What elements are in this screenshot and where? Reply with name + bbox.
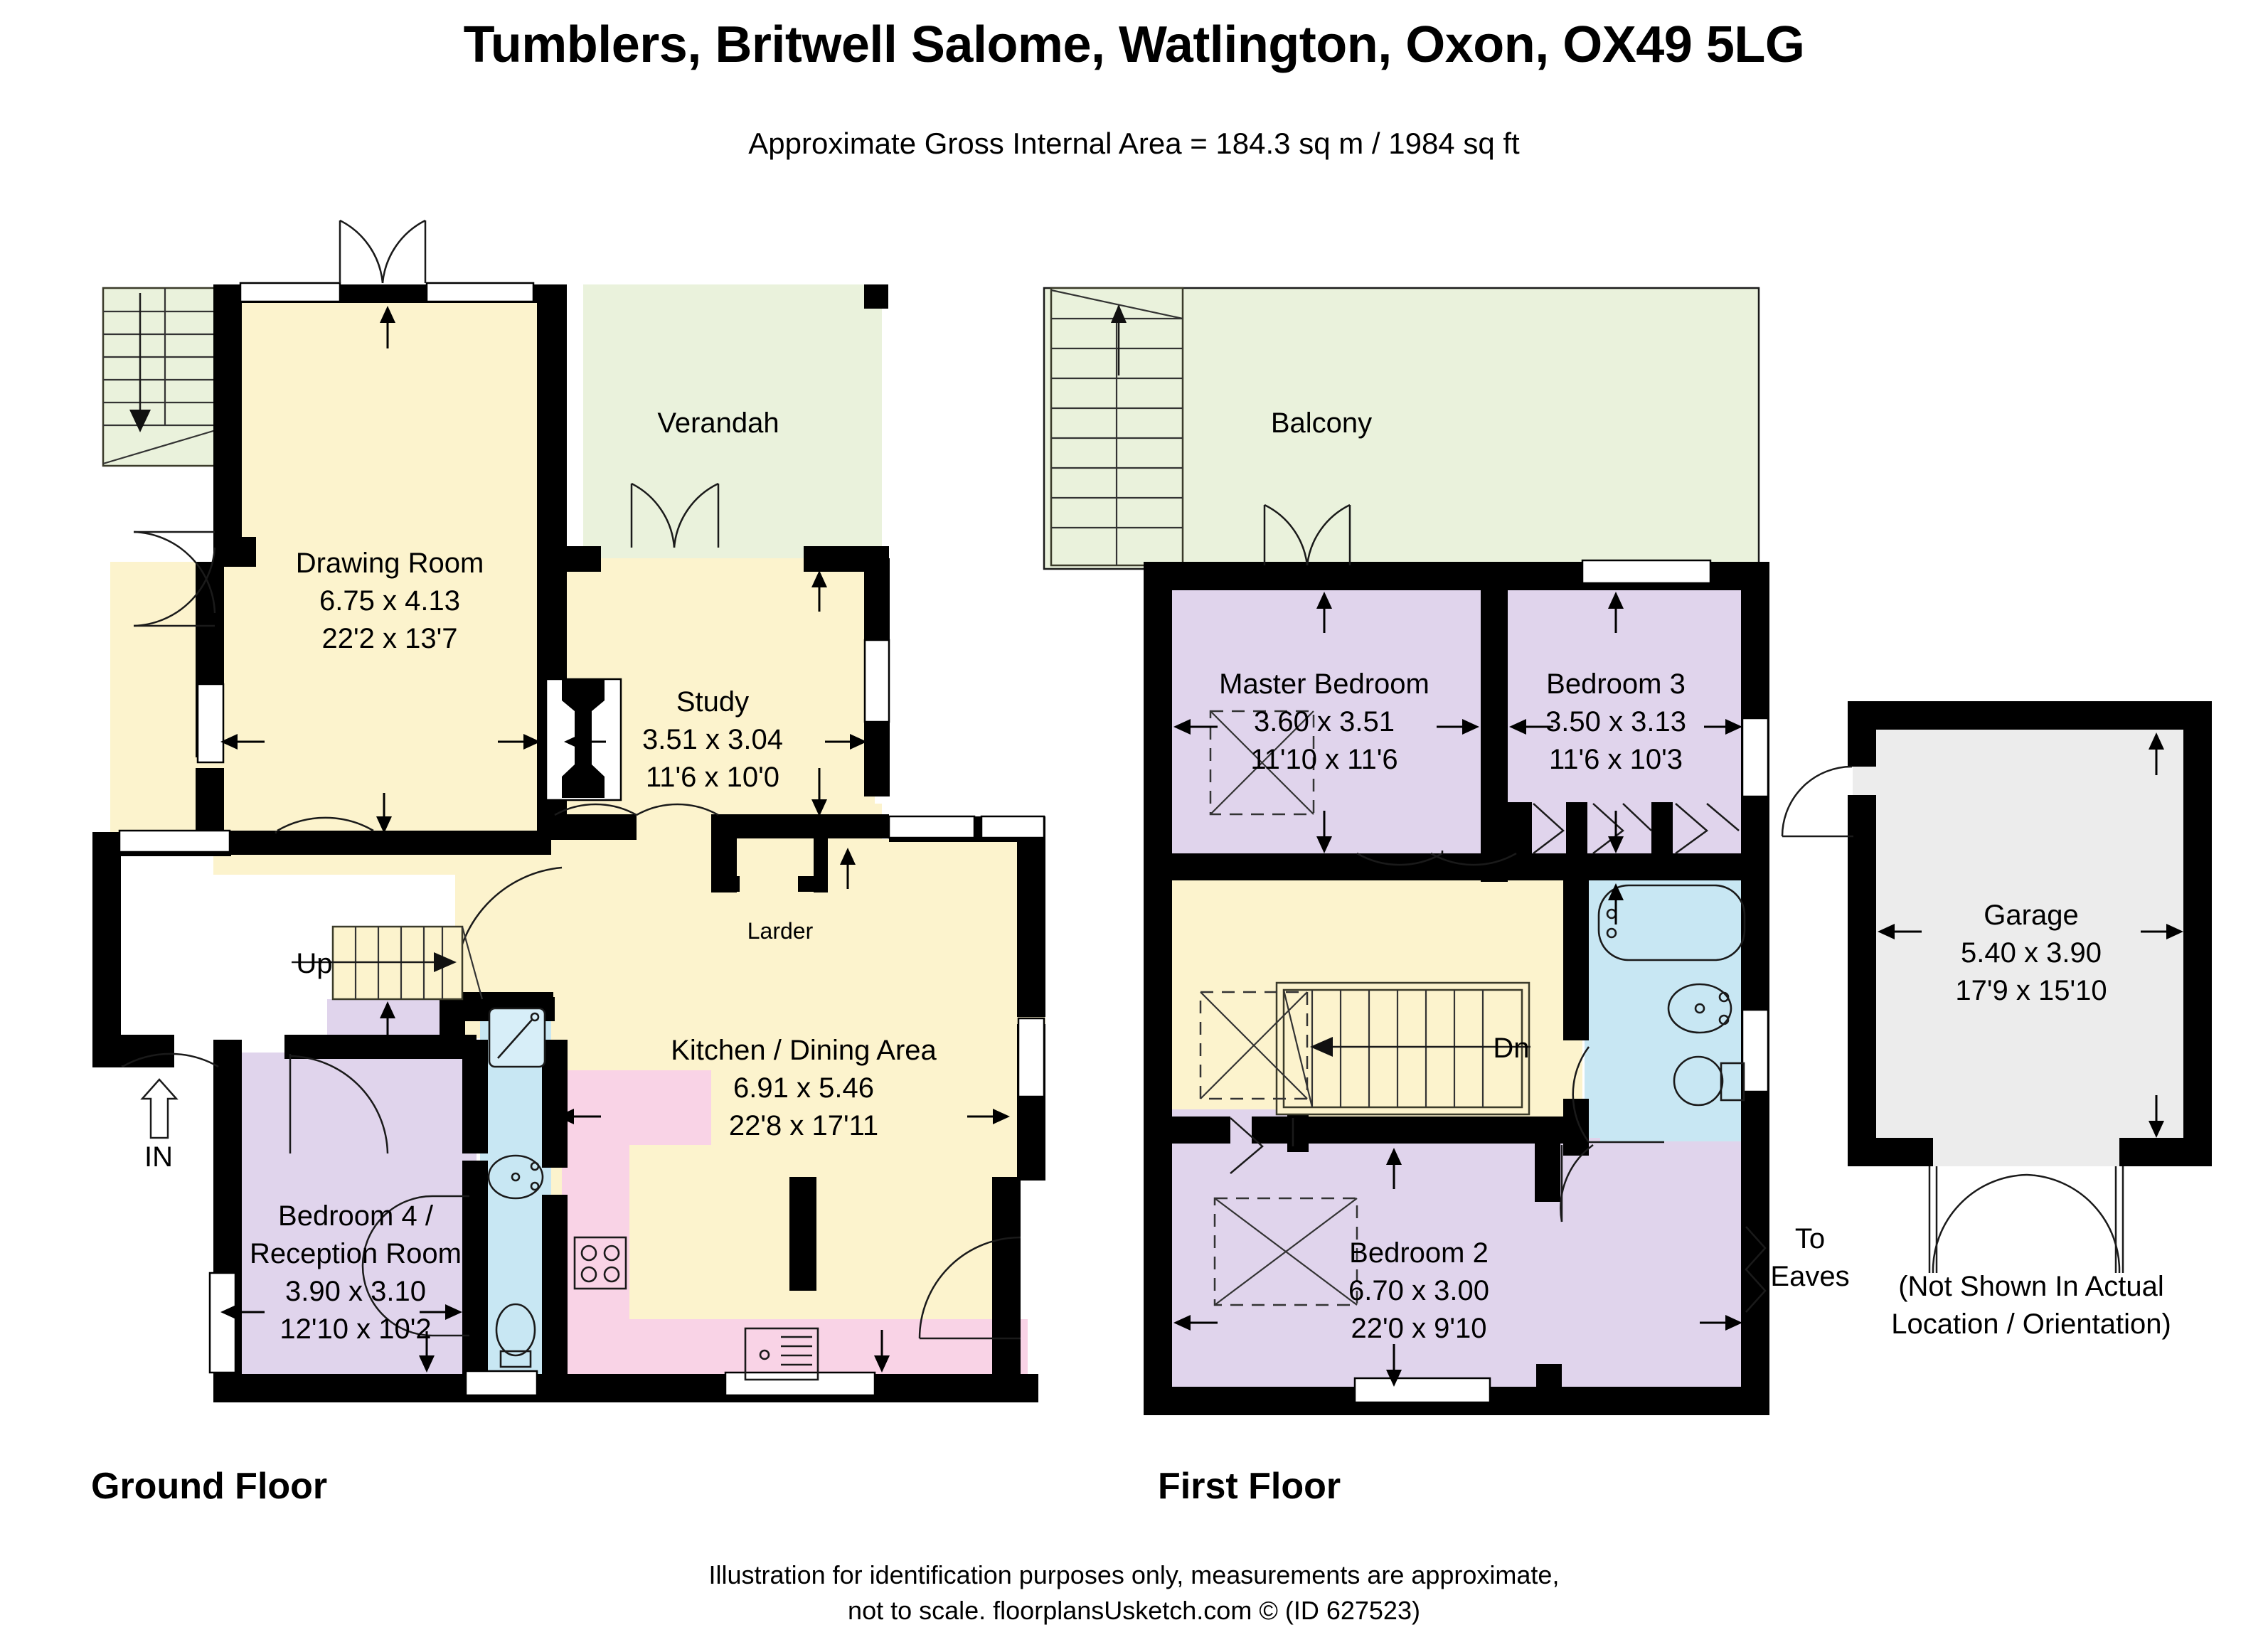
label-balcony: Balcony <box>1271 407 1372 439</box>
first-floor-doors <box>1230 503 1740 1222</box>
ground-floor-labels: Verandah Drawing Room 6.75 x 4.13 22'2 x… <box>144 407 937 1345</box>
label-garage-note-line2: Location / Orientation) <box>1891 1309 2171 1340</box>
entrance-arrow <box>140 1078 179 1139</box>
first-floor-windows <box>1353 559 1769 1404</box>
kitchen-fixtures <box>573 1177 819 1381</box>
first-bathroom-fixtures <box>1597 884 1746 1107</box>
room-verandah-fill <box>583 284 882 558</box>
label-stair-down: Dn <box>1493 1033 1529 1064</box>
bed-symbol-bed2 <box>1213 1197 1358 1306</box>
footer-line-2: not to scale. floorplansUsketch.com © (I… <box>848 1595 1420 1625</box>
label-study: Study <box>676 686 749 718</box>
ground-floor-windows <box>118 282 1045 1397</box>
label-entrance-in: IN <box>144 1141 173 1173</box>
fireplace <box>545 678 622 801</box>
label-kitchen: Kitchen / Dining Area <box>671 1035 937 1066</box>
label-drawing-room-metric: 6.75 x 4.13 <box>319 585 460 617</box>
label-garage-note-line1: (Not Shown In Actual <box>1898 1271 2164 1302</box>
first-floor-walls <box>1144 562 1769 1415</box>
label-study-metric: 3.51 x 3.04 <box>642 724 783 755</box>
first-dimension-arrows <box>1173 592 1767 1387</box>
ground-bathroom-fixtures <box>487 1007 546 1368</box>
room-bedroom4-fill <box>235 1053 477 1394</box>
garage-labels: Garage 5.40 x 3.90 17'9 x 15'10 (Not Sho… <box>1891 900 2171 1340</box>
label-bedroom3-metric: 3.50 x 3.13 <box>1545 706 1686 737</box>
label-larder: Larder <box>747 918 814 944</box>
garage-plan: Garage 5.40 x 3.90 17'9 x 15'10 (Not Sho… <box>1781 701 2212 1340</box>
label-stair-up: Up <box>296 948 332 979</box>
external-stair-ground <box>102 287 229 467</box>
label-bedroom4-imperial: 12'10 x 10'2 <box>279 1313 431 1345</box>
footer-disclaimer: Illustration for identification purposes… <box>0 1557 2268 1628</box>
first-floor-plan: Balcony Master Bedroom 3.60 x 3.51 11'10… <box>1043 287 1850 1415</box>
label-to-eaves-line1: To <box>1795 1223 1825 1254</box>
label-bedroom2-metric: 6.70 x 3.00 <box>1348 1275 1489 1306</box>
label-verandah: Verandah <box>657 407 779 439</box>
label-master-bedroom: Master Bedroom <box>1219 668 1430 700</box>
label-kitchen-metric: 6.91 x 5.46 <box>733 1072 874 1104</box>
label-to-eaves-line2: Eaves <box>1770 1261 1849 1292</box>
first-floor-caption: First Floor <box>1158 1466 1341 1507</box>
label-study-imperial: 11'6 x 10'0 <box>646 762 779 793</box>
room-first-bathroom-fill <box>1585 876 1755 1143</box>
ground-floor-plan: Verandah Drawing Room 6.75 x 4.13 22'2 x… <box>92 219 1045 1402</box>
label-kitchen-imperial: 22'8 x 17'11 <box>729 1110 878 1141</box>
ground-floor-caption: Ground Floor <box>91 1466 328 1507</box>
room-garage-fill <box>1853 711 2208 1166</box>
label-bedroom4-line1: Bedroom 4 / <box>278 1200 434 1232</box>
label-bedroom4-line2: Reception Room <box>250 1238 462 1269</box>
ground-floor-doors <box>121 219 1021 1340</box>
room-bed2-fill <box>1163 1141 1757 1412</box>
label-bedroom3: Bedroom 3 <box>1546 668 1686 700</box>
first-floor-labels: Balcony Master Bedroom 3.60 x 3.51 11'10… <box>1219 407 1849 1344</box>
bed-symbols <box>1209 710 1358 1306</box>
room-master-fill <box>1166 572 1486 878</box>
ground-dimension-arrows <box>220 306 1010 1373</box>
label-bedroom2: Bedroom 2 <box>1349 1237 1489 1269</box>
garage-side-door <box>1781 765 1853 838</box>
label-garage-metric: 5.40 x 3.90 <box>1961 937 2102 969</box>
label-master-metric: 3.60 x 3.51 <box>1254 706 1395 737</box>
label-bedroom4-metric: 3.90 x 3.10 <box>285 1276 426 1307</box>
garage-dimension-arrows <box>1878 732 2183 1138</box>
label-garage: Garage <box>1984 900 2078 931</box>
page-title: Tumblers, Britwell Salome, Watlington, O… <box>463 16 1805 73</box>
label-drawing-room: Drawing Room <box>296 548 484 579</box>
garage-walls <box>1848 701 2212 1166</box>
label-bedroom2-imperial: 22'0 x 9'10 <box>1351 1313 1487 1344</box>
area-subtitle: Approximate Gross Internal Area = 184.3 … <box>748 127 1520 160</box>
label-garage-imperial: 17'9 x 15'10 <box>1955 975 2107 1006</box>
balcony-stair <box>1050 287 1184 567</box>
label-drawing-room-imperial: 22'2 x 13'7 <box>322 623 458 654</box>
ground-floor-stair-up <box>292 925 484 1001</box>
label-master-imperial: 11'10 x 11'6 <box>1250 744 1397 775</box>
garage-main-doors <box>1928 1166 2124 1274</box>
label-bedroom3-imperial: 11'6 x 10'3 <box>1549 744 1683 775</box>
footer-line-1: Illustration for identification purposes… <box>708 1560 1560 1589</box>
first-floor-stair-down <box>1199 981 1530 1116</box>
bed-symbol-master <box>1209 710 1315 816</box>
